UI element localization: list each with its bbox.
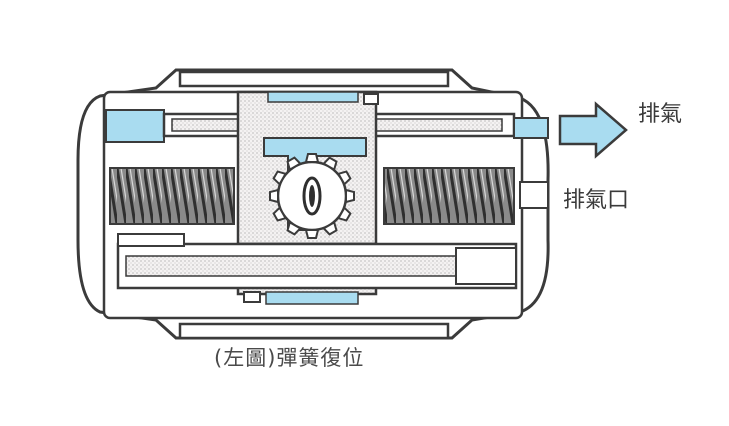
exhaust-label: 排氣 — [638, 102, 683, 127]
lower-rack-end — [455, 247, 517, 285]
top-pin — [363, 93, 379, 105]
bottom-cap — [178, 322, 450, 340]
exhaust-port-label: 排氣口 — [563, 188, 630, 213]
top-air-gap — [267, 91, 359, 103]
pinion-gear — [269, 153, 355, 239]
top-cap — [178, 70, 450, 88]
bottom-air-gap — [265, 291, 359, 305]
left-spring — [109, 167, 235, 225]
diagram-caption: (左圖)彈簧復位 — [214, 346, 365, 370]
exhaust-arrow — [558, 101, 628, 159]
left-rack-stop — [117, 233, 185, 247]
bottom-pin — [243, 291, 261, 303]
air-inlet-left — [105, 109, 165, 143]
air-outlet-right — [513, 117, 549, 139]
lower-rack-core — [125, 255, 457, 277]
right-spring — [383, 167, 515, 225]
exhaust-port — [519, 181, 549, 209]
